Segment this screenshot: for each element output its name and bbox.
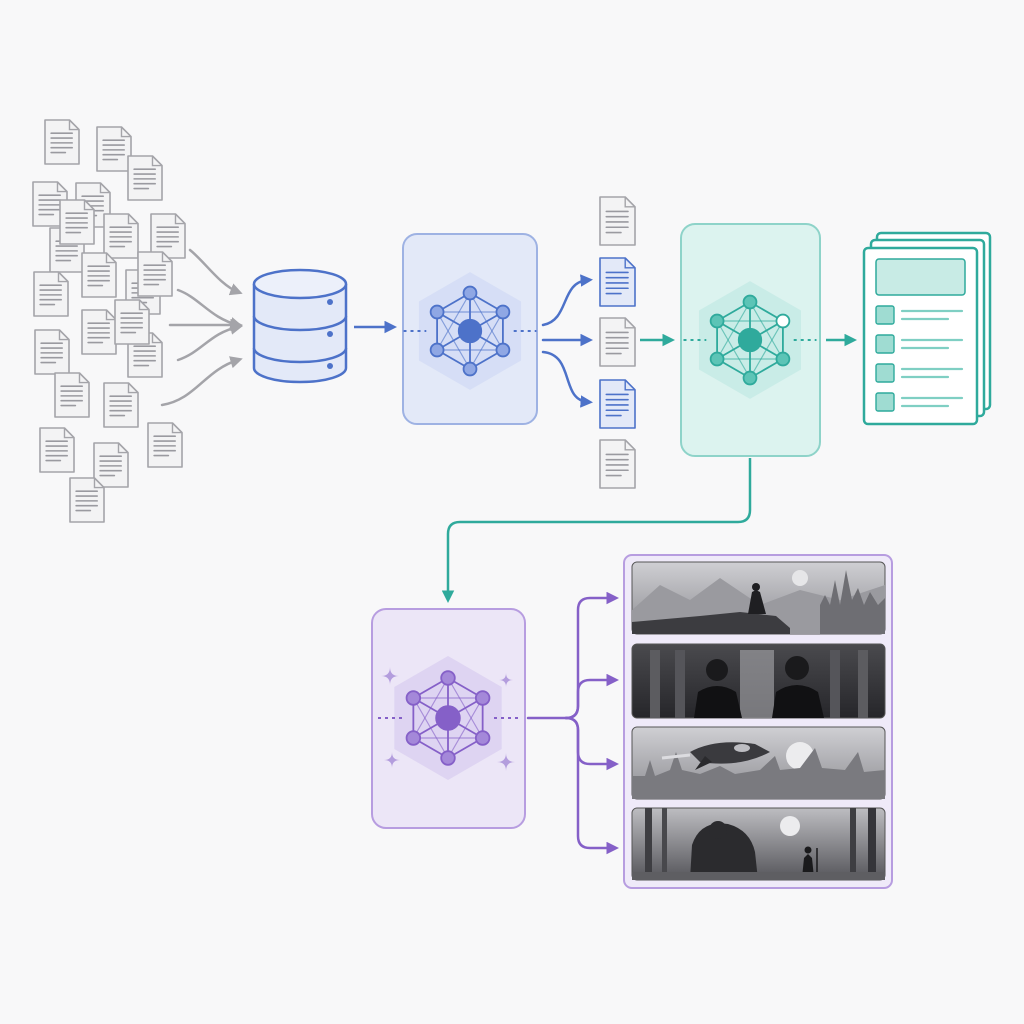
document-icon	[93, 442, 129, 488]
document-icon	[103, 382, 139, 428]
ingest-arrows	[160, 248, 243, 407]
sparkle-icon	[497, 753, 515, 771]
document-icon	[81, 309, 117, 355]
document-icon	[599, 379, 636, 429]
document-icon	[599, 317, 636, 367]
document-icon	[127, 155, 163, 201]
output-row-marker	[875, 334, 895, 354]
model-stage-1-card	[402, 233, 538, 425]
document-icon	[81, 252, 117, 298]
ingest-arrow	[176, 288, 243, 330]
generator-fanout-arrows	[526, 591, 619, 855]
document-icon	[114, 299, 150, 345]
document-icon	[69, 477, 105, 523]
document-icon	[599, 196, 636, 246]
scene-two-men-hall	[631, 643, 886, 719]
output-row-marker	[875, 305, 895, 325]
document-icon	[54, 372, 90, 418]
document-icon	[137, 251, 173, 297]
scene-giant-creature-forest	[631, 807, 886, 881]
fanout-arrow	[564, 716, 619, 855]
document-icon	[33, 271, 69, 317]
output-row-marker	[875, 392, 895, 412]
output-row-marker	[875, 363, 895, 383]
ingest-arrow	[176, 322, 243, 362]
model-stage-2-card	[680, 223, 821, 457]
neural-network-icon	[403, 272, 537, 390]
document-icon	[599, 257, 636, 307]
neural-network-icon	[683, 281, 817, 399]
fanout-arrow	[541, 350, 593, 408]
generated-scenes-panel	[623, 554, 893, 889]
scene-spaceship-city	[631, 726, 886, 800]
document-icon	[599, 439, 636, 489]
database-icon	[252, 268, 348, 384]
scene-cloaked-figure	[631, 561, 886, 635]
sparkle-icon	[384, 752, 400, 768]
document-icon	[39, 427, 75, 473]
ingest-arrow	[188, 248, 243, 296]
document-icon	[96, 126, 132, 172]
document-icon	[150, 213, 186, 259]
document-icon	[34, 329, 70, 375]
model-fanout-arrows	[541, 274, 593, 408]
output-to-generator-arrow	[441, 458, 752, 603]
fanout-arrow	[564, 591, 619, 720]
document-icon	[103, 213, 139, 259]
ingest-arrow	[160, 356, 243, 407]
filtered-documents	[599, 196, 636, 489]
document-stack-icon	[862, 231, 992, 426]
neural-network-sparkle-icon	[378, 656, 518, 780]
source-documents	[32, 119, 186, 523]
fanout-arrow	[541, 274, 593, 327]
fanout-arrow	[564, 673, 619, 720]
sparkle-icon	[499, 673, 513, 687]
document-icon	[147, 422, 183, 468]
generative-model-card	[371, 608, 526, 829]
document-icon	[32, 181, 68, 227]
fanout-arrow	[564, 716, 619, 771]
document-icon	[59, 199, 95, 245]
document-icon	[44, 119, 80, 165]
sparkle-icon	[381, 667, 399, 685]
